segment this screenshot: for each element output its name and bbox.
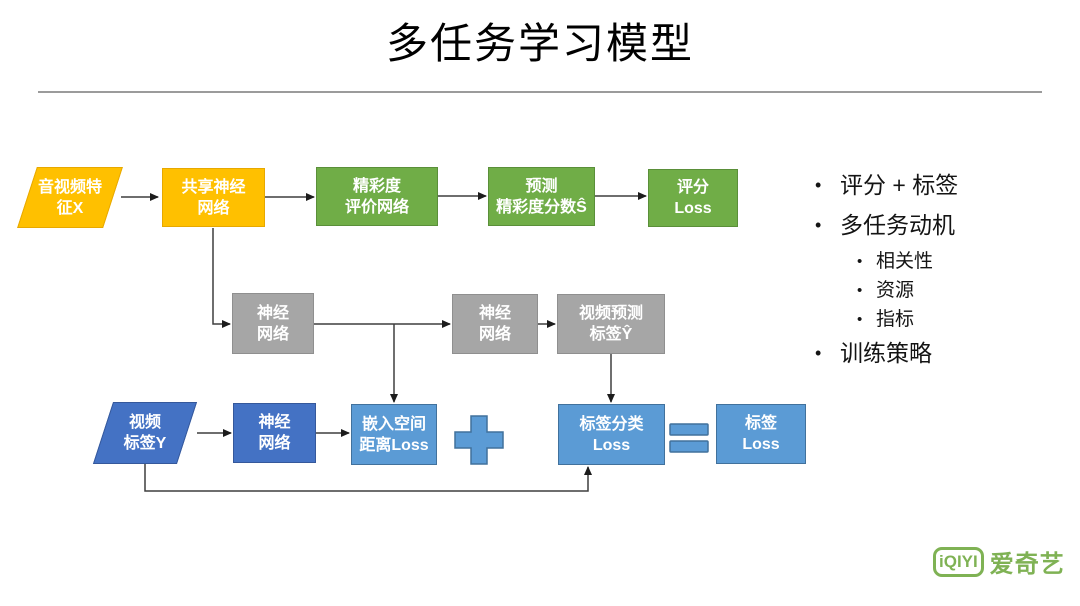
note-label: 训练策略	[840, 340, 932, 366]
node-label: 精彩度 评价网络	[344, 177, 409, 216]
node-neural-network-1: 神经 网络	[232, 293, 314, 354]
node-label: 嵌入空间 距离Loss	[359, 415, 429, 454]
note-label: 指标	[876, 309, 915, 330]
bullet-icon: •	[857, 311, 863, 328]
node-label: 神经 网络	[258, 414, 291, 452]
node-embedding-distance-loss: 嵌入空间 距离Loss	[351, 404, 437, 465]
bullet-icon: •	[857, 282, 863, 299]
node-neural-network-2: 神经 网络	[452, 294, 538, 354]
note-label: 相关性	[876, 251, 934, 272]
node-label: 视频预测 标签Ŷ	[578, 305, 643, 343]
node-label: 音视频特 征X	[37, 178, 102, 217]
connector-shared-to-nn1	[212, 228, 231, 328]
iqiyi-logo: iQIYI 爱奇艺	[933, 544, 1065, 579]
note-item: • 多任务动机	[815, 210, 1075, 240]
bullet-icon: •	[857, 253, 863, 270]
note-label: 多任务动机	[840, 212, 955, 238]
note-label: 评分 + 标签	[840, 172, 959, 198]
bullet-icon: •	[815, 215, 822, 235]
note-item: • 评分 + 标签	[815, 170, 1075, 200]
iqiyi-logo-mark: iQIYI	[933, 546, 984, 577]
connector-videolabel-to-labelclsloss	[144, 464, 592, 492]
node-label: 共享神经 网络	[181, 178, 246, 217]
node-label: 评分 Loss	[674, 179, 712, 217]
iqiyi-logo-name: 爱奇艺	[989, 551, 1065, 578]
node-label: 标签 Loss	[742, 415, 780, 453]
node-shared-network: 共享神经 网络	[162, 168, 265, 227]
node-audio-video-feature: 音视频特 征X	[17, 167, 123, 228]
node-label-classification-loss: 标签分类 Loss	[558, 404, 665, 465]
node-predicted-highlight-score: 预测 精彩度分数Ŝ	[488, 167, 595, 226]
title-divider	[38, 91, 1042, 93]
node-label-loss: 标签 Loss	[716, 404, 806, 464]
note-label: 资源	[876, 280, 915, 301]
equals-operator-icon	[669, 423, 709, 453]
node-video-label: 视频 标签Y	[92, 402, 198, 464]
note-subitem: • 资源	[857, 279, 1075, 303]
note-item: • 训练策略	[815, 338, 1075, 368]
page-title: 多任务学习模型	[385, 20, 694, 67]
node-neural-network-3: 神经 网络	[233, 403, 316, 463]
bullet-icon: •	[815, 343, 822, 363]
node-label: 标签分类 Loss	[579, 415, 644, 454]
notes-list: • 评分 + 标签 • 多任务动机 • 相关性 • 资源 • 指标 • 训练策略	[815, 170, 1075, 378]
node-label: 神经 网络	[256, 304, 289, 343]
plus-operator-icon	[454, 415, 504, 465]
node-label: 预测 精彩度分数Ŝ	[496, 177, 587, 216]
note-subitem: • 指标	[857, 308, 1075, 332]
node-highlight-eval-network: 精彩度 评价网络	[316, 167, 438, 226]
node-video-predicted-label: 视频预测 标签Ŷ	[557, 294, 665, 354]
node-label: 视频 标签Y	[123, 414, 167, 452]
note-subitem: • 相关性	[857, 250, 1075, 274]
node-score-loss: 评分 Loss	[648, 169, 738, 227]
bullet-icon: •	[815, 175, 822, 195]
node-label: 神经 网络	[478, 305, 511, 343]
